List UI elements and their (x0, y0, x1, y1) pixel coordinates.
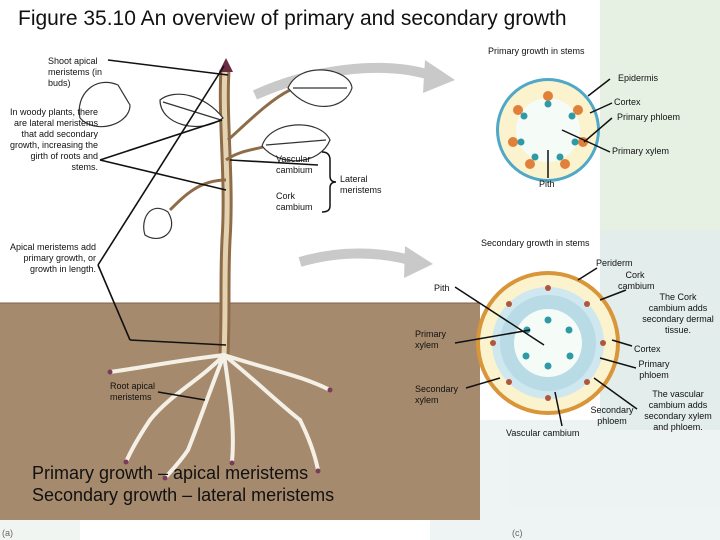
label-shoot-apical-meristems: Shoot apical meristems (in buds) (48, 56, 103, 88)
leader-lines-left (97, 59, 319, 401)
figure-title: Figure 35.10 An overview of primary and … (18, 7, 567, 30)
label-periderm: Periderm (596, 258, 633, 268)
label-vascular-cambium: Vascular cambium (276, 154, 313, 175)
label-pith-primary: Pith (539, 179, 555, 189)
label-woody-plants: In woody plants, there are lateral meris… (9, 107, 98, 172)
lateral-meristems-brace (321, 151, 337, 213)
root-tips (107, 369, 333, 481)
label-primary-phloem-secondary: Primary phloem (638, 359, 670, 380)
soil (0, 303, 480, 520)
label-vascular-cambium-secondary: Vascular cambium (506, 428, 580, 438)
label-lateral-meristems: Lateral meristems (340, 174, 382, 195)
label-cork-cambium: Cork cambium (276, 191, 313, 212)
label-apical-meristems: Apical meristems add primary growth, or … (9, 242, 96, 274)
label-vascular-cambium-note: The vascular cambium adds secondary xyle… (644, 389, 712, 432)
primary-vascular-bundles (508, 91, 588, 169)
label-primary-xylem-primary: Primary xylem (612, 146, 670, 156)
label-secondary-xylem: Secondary xylem (415, 384, 459, 405)
summary-box: Primary growth – apical meristems Second… (32, 462, 334, 506)
label-cortex-primary: Cortex (614, 97, 641, 107)
arrow-to-primary-stem (252, 60, 455, 100)
secondary-ring-marks (490, 285, 606, 401)
roots (108, 353, 332, 480)
label-secondary-growth-in-stems: Secondary growth in stems (481, 238, 590, 248)
label-primary-growth-in-stems: Primary growth in stems (488, 46, 585, 56)
panel-tag-c: (c) (512, 528, 523, 538)
label-cork-cambium-note: The Cork cambium adds secondary dermal t… (642, 292, 714, 335)
label-primary-xylem-secondary: Primary xylem (415, 329, 446, 350)
label-root-apical-meristems: Root apical meristems (110, 381, 156, 402)
leaves (78, 69, 353, 240)
label-primary-phloem-primary: Primary phloem (617, 112, 681, 122)
label-epidermis: Epidermis (618, 73, 659, 83)
secondary-primary-xylem (522, 316, 574, 370)
leader-lines-secondary (454, 267, 638, 427)
label-cortex-secondary: Cortex (634, 344, 661, 354)
summary-secondary-growth: Secondary growth – lateral meristems (32, 485, 335, 505)
label-cork-cambium-section: Cork cambium (618, 270, 655, 291)
secondary-stem-section (476, 271, 620, 415)
summary-primary-growth: Primary growth – apical meristems (32, 463, 309, 483)
primary-stem-section (496, 78, 600, 182)
leader-lines-primary (547, 78, 613, 178)
label-pith-secondary: Pith (434, 283, 450, 293)
label-secondary-phloem: Secondary phloem (590, 405, 634, 426)
arrow-to-secondary-stem (298, 246, 433, 278)
panel-tag-a: (a) (2, 528, 13, 538)
